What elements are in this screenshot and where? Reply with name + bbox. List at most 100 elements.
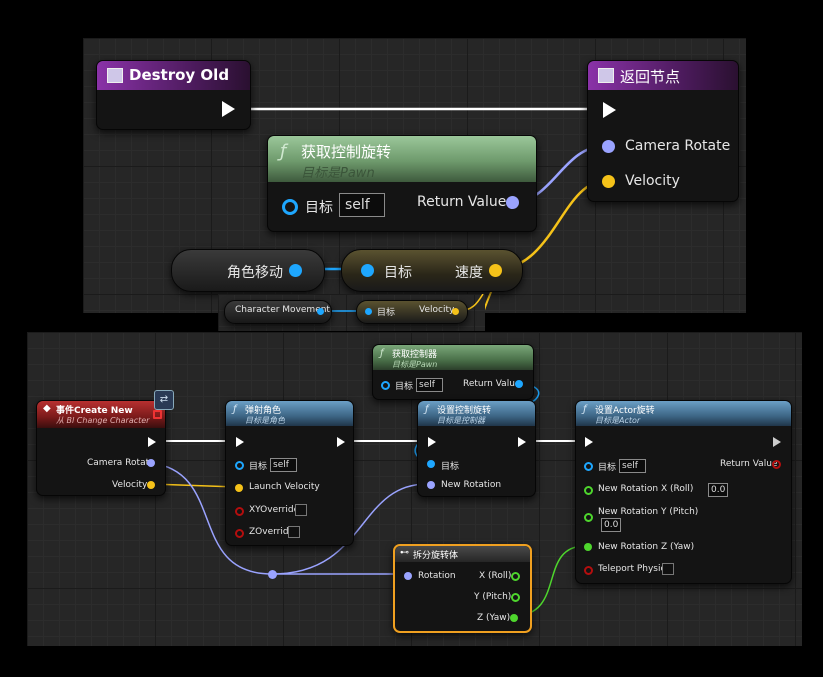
exec-out-pin-hollow[interactable]	[773, 437, 781, 447]
get-controller-title: 获取控制器	[392, 350, 438, 360]
velocity-pin[interactable]	[147, 481, 155, 489]
target-self-field[interactable]: self	[270, 458, 297, 472]
character-movement-node[interactable]: 角色移动	[171, 249, 325, 292]
new-rotation-y-label: New Rotation Y (Pitch)	[598, 507, 699, 517]
function-icon: ƒ	[380, 348, 384, 359]
velocity-output-label: 速度	[455, 265, 483, 281]
rotation-input-pin[interactable]	[404, 572, 412, 580]
new-rotation-y-field[interactable]: 0.0	[601, 518, 621, 532]
exec-in-pin[interactable]	[585, 437, 593, 447]
set-actor-rotation-node[interactable]: ƒ 设置Actor旋转 目标是Actor 目标 self Return Valu…	[575, 400, 792, 584]
strip-target-pin[interactable]	[365, 308, 372, 315]
return-value-pin[interactable]	[515, 380, 523, 388]
x-roll-pin[interactable]	[511, 572, 520, 581]
return-value-label: Return Value	[463, 379, 521, 389]
new-rotation-y-pin[interactable]	[584, 513, 593, 522]
set-control-rotation-node[interactable]: ƒ 设置控制旋转 目标是控制器 目标 New Rotation	[417, 400, 536, 497]
top-graph-panel[interactable]: Destroy Old 返回节点 Camera Rotate Velocity …	[83, 38, 746, 313]
strip-velocity-getter[interactable]: 目标 Velocity	[356, 300, 468, 324]
camera-rotate-label: Camera Rotate	[625, 138, 731, 154]
function-icon: ƒ	[280, 141, 287, 162]
replicated-icon: ⇄	[154, 390, 174, 410]
z-yaw-label: Z (Yaw)	[477, 613, 511, 623]
new-rotation-z-pin[interactable]	[584, 543, 592, 551]
return-node[interactable]: 返回节点 Camera Rotate Velocity	[587, 60, 739, 202]
velocity-output-pin[interactable]	[489, 264, 502, 277]
new-rotation-pin[interactable]	[427, 481, 435, 489]
velocity-target-pin[interactable]	[361, 264, 374, 277]
teleport-physics-checkbox[interactable]	[662, 563, 674, 575]
strip-cm-pin[interactable]	[317, 308, 324, 315]
camera-rotate-label: Camera Rotate	[87, 458, 155, 468]
target-pin[interactable]	[381, 381, 390, 390]
exec-out-pin[interactable]	[148, 437, 156, 447]
exec-out-pin[interactable]	[518, 437, 526, 447]
event-delegate-pin[interactable]	[153, 410, 162, 419]
return-value-label: Return Value	[720, 459, 778, 469]
y-pitch-pin[interactable]	[511, 593, 520, 602]
new-rotation-label: New Rotation	[441, 480, 502, 490]
teleport-physics-pin[interactable]	[584, 566, 593, 575]
set-control-rotation-title: 设置控制旋转	[437, 406, 492, 416]
target-label: 目标	[249, 462, 268, 472]
velocity-pin[interactable]	[602, 175, 615, 188]
velocity-getter-node[interactable]: 目标 速度	[341, 249, 523, 292]
camera-rotate-pin[interactable]	[602, 140, 615, 153]
exec-out-pin[interactable]	[222, 101, 235, 117]
strip-velocity-pin[interactable]	[452, 308, 459, 315]
zoverride-checkbox[interactable]	[288, 526, 300, 538]
break-rotator-node[interactable]: ⊷ 拆分旋转体 Rotation X (Roll) Y (Pitch) Z (Y…	[393, 544, 532, 633]
velocity-label: Velocity	[625, 173, 680, 189]
character-movement-out-pin[interactable]	[289, 264, 302, 277]
new-rotation-x-pin[interactable]	[584, 486, 593, 495]
xyoverride-checkbox[interactable]	[295, 504, 307, 516]
target-pin[interactable]	[235, 461, 244, 470]
event-subtitle-source: Bl Change Character	[66, 416, 150, 425]
launch-subtitle: 目标是角色	[245, 416, 285, 425]
camera-rotate-pin[interactable]	[147, 459, 155, 467]
launch-velocity-pin[interactable]	[235, 484, 243, 492]
y-pitch-label: Y (Pitch)	[474, 592, 512, 602]
get-control-rotation-node[interactable]: ƒ 获取控制旋转 目标是Pawn 目标 self Return Value	[267, 135, 537, 232]
zoverride-pin[interactable]	[235, 529, 244, 538]
return-value-label: Return Value	[417, 194, 507, 210]
return-value-pin[interactable]	[772, 460, 781, 469]
new-rotation-x-field[interactable]: 0.0	[708, 483, 728, 497]
function-icon: ƒ	[583, 404, 587, 415]
velocity-label: Velocity	[112, 480, 148, 490]
strip-character-movement-label: Character Movement	[235, 305, 330, 315]
strip-character-movement[interactable]: Character Movement	[224, 300, 332, 324]
exec-in-pin[interactable]	[603, 102, 616, 118]
function-icon: ƒ	[425, 404, 429, 415]
destroy-old-node[interactable]: Destroy Old	[96, 60, 251, 130]
reroute-node[interactable]	[268, 570, 277, 579]
target-self-field[interactable]: self	[416, 378, 443, 392]
event-title: 事件Create New	[56, 406, 133, 416]
target-label: 目标	[395, 382, 414, 392]
get-control-rotation-subtitle: 目标是Pawn	[301, 166, 375, 181]
return-value-pin[interactable]	[506, 196, 519, 209]
launch-character-node[interactable]: ƒ 弹射角色 目标是角色 目标 self Launch Velocity XYO…	[225, 400, 354, 546]
event-create-new-node[interactable]: ◆ 事件Create New 从 Bl Change Character Cam…	[36, 400, 166, 496]
target-self-field[interactable]: self	[619, 459, 646, 473]
x-roll-label: X (Roll)	[479, 571, 512, 581]
exec-in-pin[interactable]	[236, 437, 244, 447]
strip-velocity-label: Velocity	[419, 305, 455, 315]
z-yaw-pin[interactable]	[510, 614, 518, 622]
character-movement-label: 角色移动	[227, 265, 283, 281]
target-pin[interactable]	[584, 462, 593, 471]
exec-out-pin[interactable]	[337, 437, 345, 447]
exec-in-pin[interactable]	[428, 437, 436, 447]
event-subtitle-prefix: 从	[56, 416, 67, 425]
target-pin[interactable]	[282, 199, 298, 215]
target-self-field[interactable]: self	[339, 193, 385, 217]
rotation-input-label: Rotation	[418, 571, 456, 581]
target-label: 目标	[598, 463, 617, 473]
function-node-icon	[598, 68, 614, 83]
bottom-graph-panel[interactable]: ƒ 获取控制器 目标是Pawn 目标 self Return Value ◆ 事…	[27, 332, 802, 646]
target-pin[interactable]	[427, 460, 435, 468]
velocity-target-label: 目标	[384, 265, 412, 281]
set-control-rotation-subtitle: 目标是控制器	[437, 416, 485, 425]
xyoverride-pin[interactable]	[235, 507, 244, 516]
get-controller-node[interactable]: ƒ 获取控制器 目标是Pawn 目标 self Return Value	[372, 344, 534, 400]
